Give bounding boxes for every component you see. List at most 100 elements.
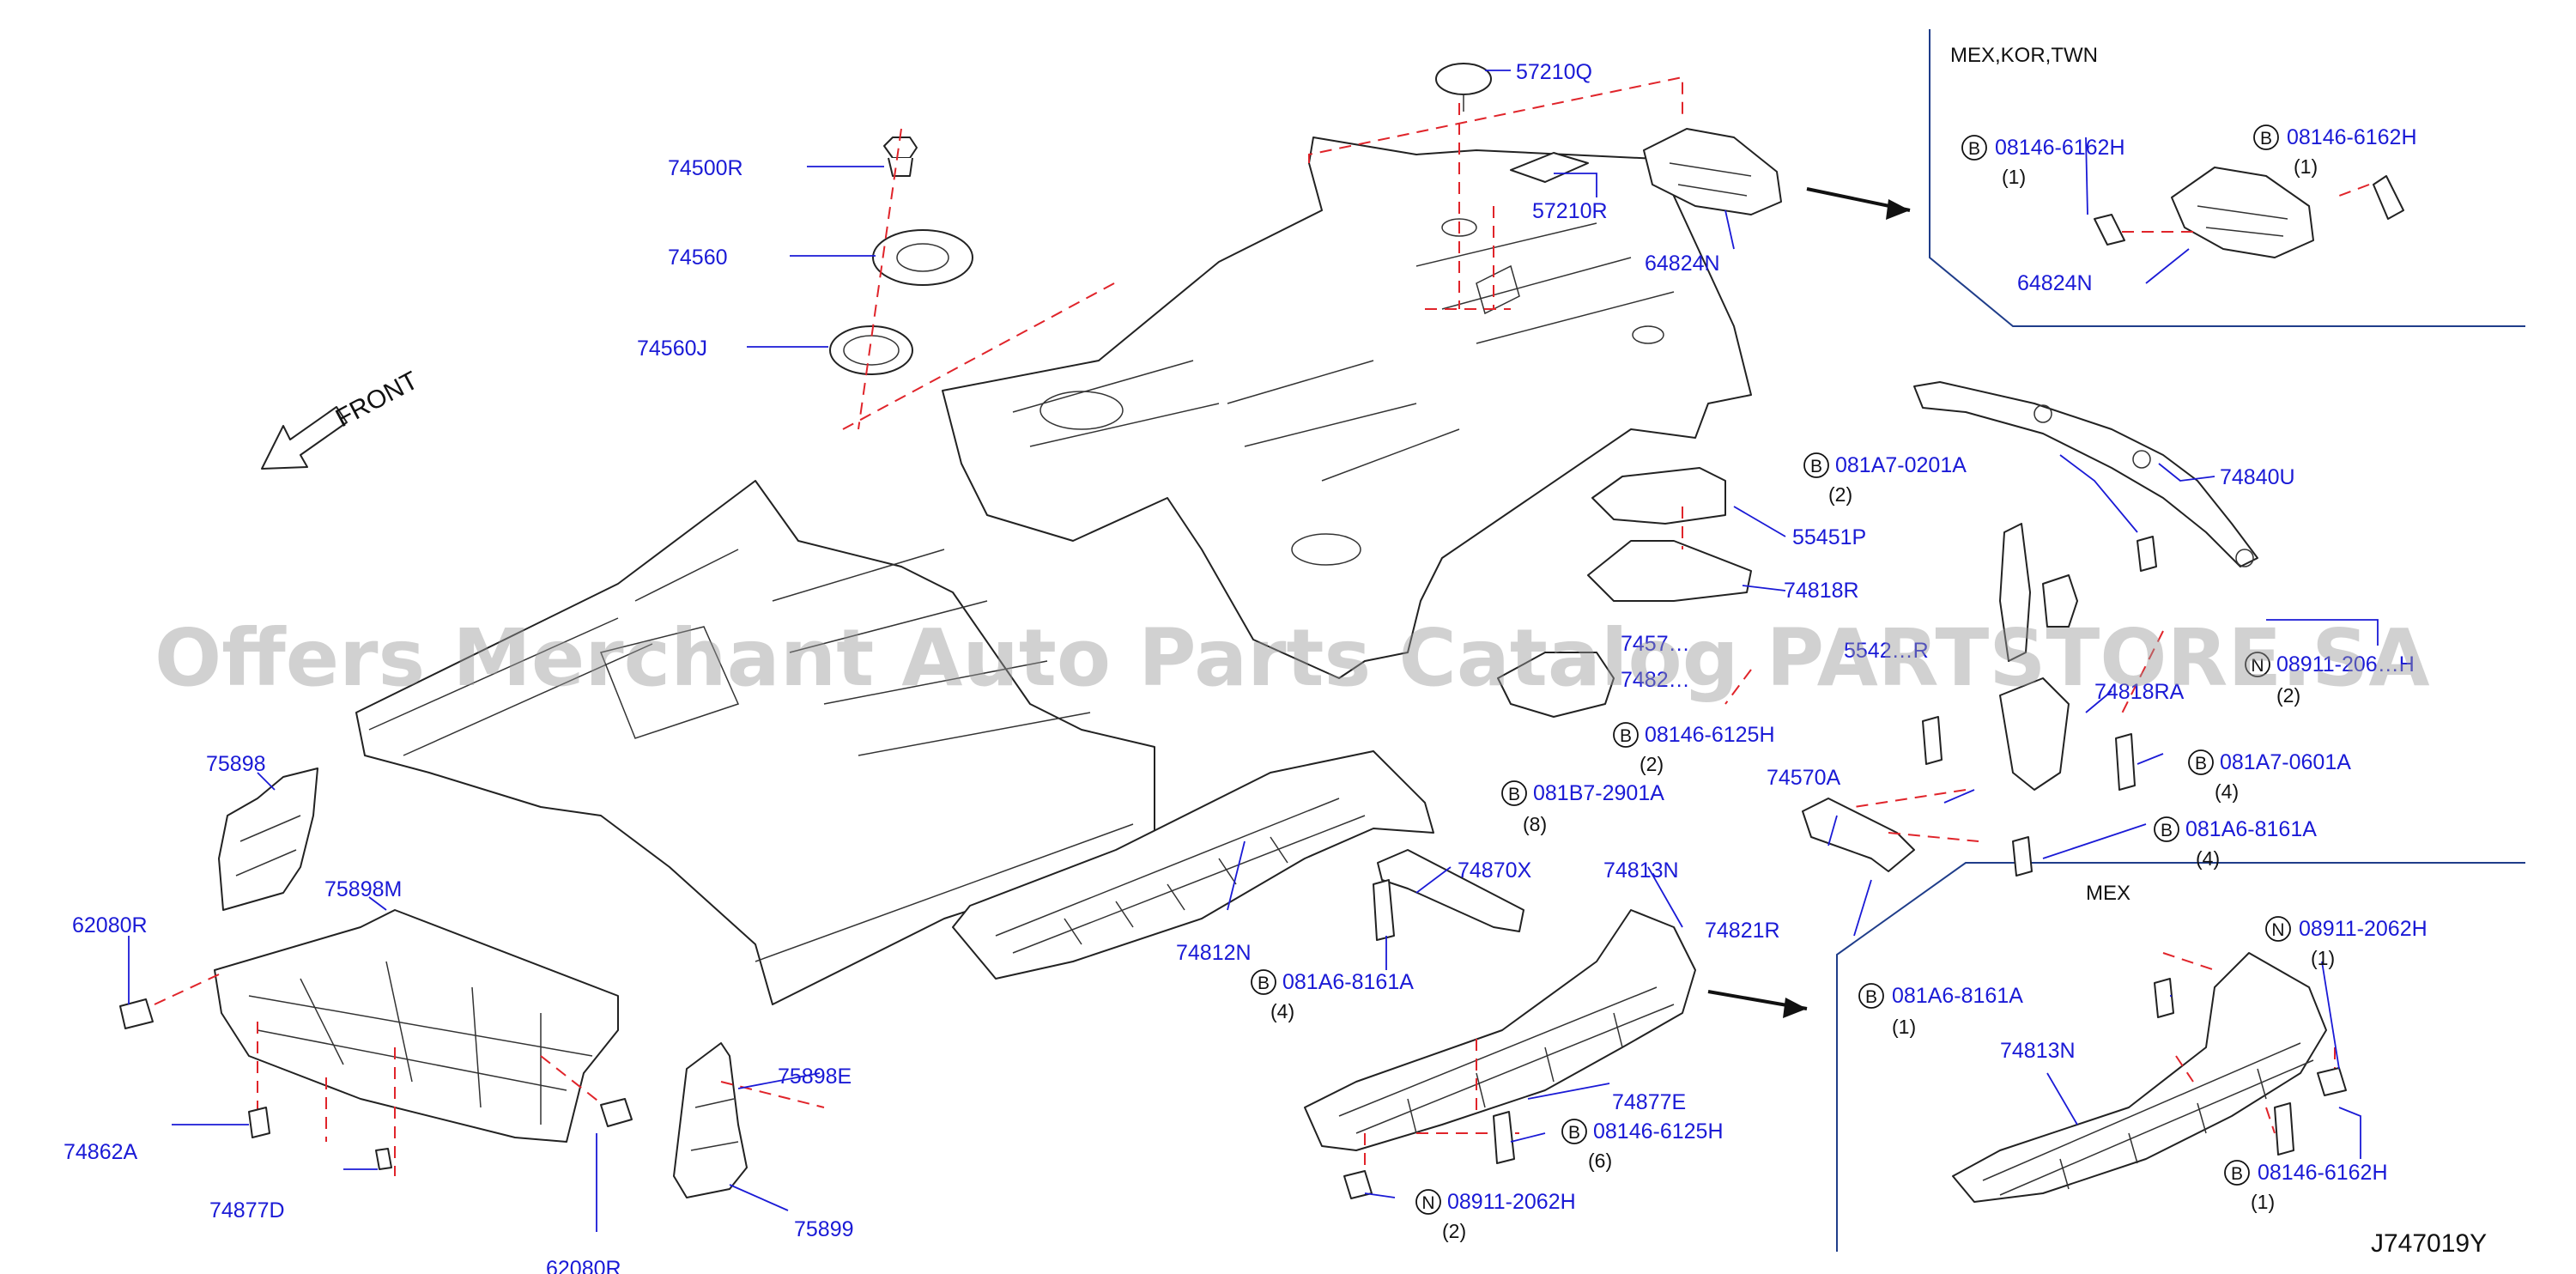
- quantity: (2): [1640, 753, 1664, 775]
- heat-insulator-74812N: [952, 750, 1434, 980]
- quantity: (1): [1892, 1016, 1916, 1038]
- callout-57210R: 57210R: [1532, 199, 1608, 223]
- quantity: (4): [2196, 847, 2220, 870]
- callout-081B7-2901A: B 081B7-2901A (8): [1501, 780, 1664, 835]
- side-cover-75899: [673, 1042, 748, 1198]
- leader-lines: [128, 70, 2379, 1232]
- callout-7457-partial: 7457…: [1621, 632, 1690, 656]
- part-number: 081A6-8161A: [2185, 817, 2317, 841]
- callout-74840U: 74840U: [2220, 465, 2295, 489]
- callout-08911-2062H-2: N 08911-2062H (2): [1415, 1189, 1576, 1242]
- callout-74560J: 74560J: [637, 337, 707, 361]
- part-number: 081B7-2901A: [1533, 781, 1664, 805]
- inset-callout-08146-6162H-right: B 08146-6162H (1): [2253, 124, 2417, 178]
- bracket-74821R: [1802, 798, 1915, 872]
- part-number: 08146-6125H: [1645, 723, 1775, 747]
- ring-74560J: [829, 325, 913, 375]
- quantity: (1): [2294, 155, 2318, 178]
- bracket-55451P: [1591, 467, 1726, 525]
- callout-57210Q: 57210Q: [1516, 60, 1592, 84]
- bracket-74818R: [1587, 540, 1752, 602]
- inset-frame-top: MEX,KOR,TWN: [1929, 29, 2525, 327]
- bracket-74818RA: [1999, 523, 2078, 791]
- bolt-prefix: B: [1968, 139, 1980, 159]
- part-number: 08911-206…H: [2276, 652, 2415, 676]
- fastener-icons: [248, 175, 2404, 1199]
- quantity: (4): [1270, 1000, 1294, 1022]
- grommet-74500R: [883, 136, 918, 177]
- nut-62080R-bottom: [600, 1098, 633, 1127]
- inset-callout-08146-6162H-left: B 08146-6162H (1): [1961, 135, 2125, 188]
- quantity: (1): [2251, 1191, 2275, 1213]
- callout-74500R: 74500R: [668, 156, 743, 180]
- callout-74560: 74560: [668, 246, 728, 270]
- callout-5542-partial: 5542…R: [1844, 639, 1929, 663]
- inset-callout-64824N: 64824N: [2017, 271, 2093, 295]
- callout-75898E: 75898E: [778, 1065, 852, 1089]
- bracket-7482x: [1497, 652, 1615, 718]
- direction-arrows: [1707, 187, 1911, 1018]
- callout-64824N: 64824N: [1645, 252, 1720, 276]
- quantity: (2): [1828, 483, 1852, 506]
- callout-74812N: 74812N: [1176, 941, 1252, 965]
- callout-74877D: 74877D: [209, 1198, 285, 1222]
- bolt-prefix: B: [2161, 821, 2173, 840]
- part-number: 081A7-0201A: [1835, 453, 1967, 477]
- bolt-prefix: B: [1258, 974, 1270, 993]
- bolt-prefix: B: [1620, 726, 1632, 746]
- front-arrow-icon: FRONT: [261, 367, 423, 470]
- callout-75898M: 75898M: [324, 877, 402, 901]
- inset-callout-08911-2062H: N 08911-2062H (1): [2265, 916, 2428, 969]
- side-cover-75898: [218, 767, 318, 911]
- inset-bracket-64824N: [2171, 167, 2314, 258]
- inset-title-bottom: MEX: [2086, 882, 2131, 905]
- watermark-text: Offers Merchant Auto Parts Catalog PARTS…: [155, 612, 2430, 704]
- callout-081A6-8161A-right: B 081A6-8161A (4): [2154, 816, 2317, 870]
- quantity: (6): [1588, 1150, 1612, 1172]
- callout-08911-206H-partial: N 08911-206…H (2): [2245, 652, 2415, 707]
- seal-74560: [872, 229, 973, 286]
- quantity: (2): [1442, 1220, 1466, 1242]
- callout-74813N: 74813N: [1603, 858, 1679, 883]
- inset-frame-bottom: MEX: [1836, 862, 2525, 1252]
- callout-081A7-0601A: B 081A7-0601A (4): [2188, 749, 2351, 803]
- quantity: (8): [1523, 813, 1547, 835]
- inset-undercover-74813N: [1952, 952, 2327, 1203]
- nut-62080R-left: [119, 998, 154, 1029]
- inset-callout-081A6-8161A: B 081A6-8161A (1): [1858, 983, 2023, 1038]
- quantity: (2): [2276, 684, 2300, 707]
- callout-08146-6125H-6: B 08146-6125H (6): [1561, 1119, 1724, 1172]
- pad-57210R: [1510, 152, 1589, 183]
- part-number: 08911-2062H: [1447, 1190, 1576, 1214]
- part-number: 081A7-0601A: [2220, 750, 2351, 774]
- quantity: (4): [2215, 780, 2239, 803]
- undercover-75898M: [214, 909, 619, 1143]
- nut-prefix: N: [2271, 920, 2284, 940]
- part-number: 08911-2062H: [2299, 917, 2428, 941]
- quantity: (1): [2002, 166, 2026, 188]
- bolt-prefix: B: [1568, 1123, 1580, 1143]
- diagram-id: J747019Y: [2371, 1229, 2487, 1258]
- bracket-64824N: [1643, 128, 1782, 215]
- quantity: (1): [2311, 947, 2335, 969]
- bolt-prefix: B: [1810, 457, 1822, 476]
- inset-callout-08146-6162H-mex: B 08146-6162H (1): [2224, 1160, 2388, 1213]
- plug-57210Q: [1435, 63, 1492, 112]
- bolt-prefix: B: [2195, 754, 2207, 774]
- nut-prefix: N: [1421, 1193, 1434, 1213]
- part-number: 081A6-8161A: [1892, 984, 2023, 1008]
- front-label: FRONT: [331, 367, 423, 434]
- callout-74570A: 74570A: [1767, 766, 1841, 790]
- inset-callout-74813N: 74813N: [2000, 1039, 2076, 1063]
- inset-title-top: MEX,KOR,TWN: [1950, 44, 2098, 67]
- bolt-prefix: B: [2231, 1164, 2243, 1184]
- part-number: 08146-6162H: [2287, 125, 2417, 149]
- member-74840U: [1913, 381, 2258, 567]
- part-number: 08146-6162H: [2258, 1161, 2388, 1185]
- callout-081A6-8161A-left: B 081A6-8161A (4): [1251, 969, 1414, 1022]
- callout-08146-6125H-2: B 08146-6125H (2): [1613, 722, 1775, 775]
- callout-74862A: 74862A: [64, 1140, 138, 1164]
- callout-7482-partial: 7482…: [1621, 668, 1690, 692]
- bolt-prefix: B: [1508, 785, 1520, 804]
